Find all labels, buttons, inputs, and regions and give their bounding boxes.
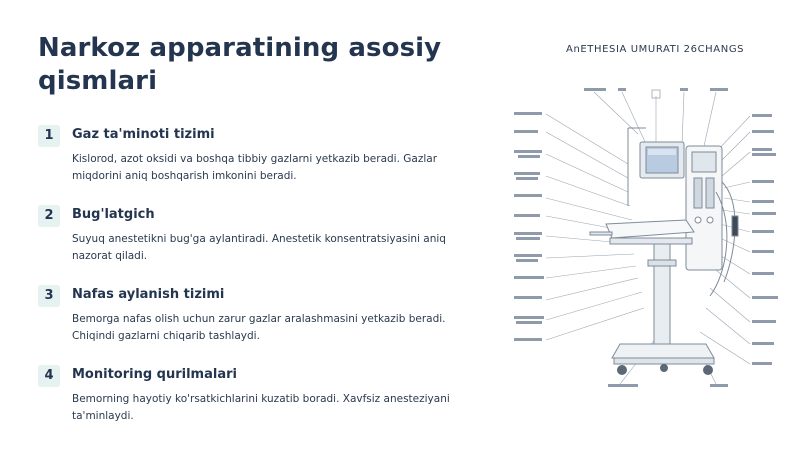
item-title: Gaz ta'minoti tizimi xyxy=(72,127,215,142)
slide-title: Narkoz apparatining asosiy qismlari xyxy=(38,33,442,96)
item-number-badge: 1 xyxy=(38,125,60,147)
item-description: Suyuq anestetikni bug'ga aylantiradi. An… xyxy=(72,233,446,262)
item-number-badge: 3 xyxy=(38,285,60,307)
item-description: Kislorod, azot oksidi va boshqa tibbiy g… xyxy=(72,153,438,182)
item-title: Bug'latgich xyxy=(72,207,155,222)
item-description: Bemorga nafas olish uchun zarur gazlar a… xyxy=(72,313,446,342)
item-title: Nafas aylanish tizimi xyxy=(72,287,225,302)
figure-title: AnETHESIA UMURATI 26CHANGS xyxy=(566,44,745,55)
item-description: Bemorning hayotiy ko'rsatkichlarini kuza… xyxy=(72,393,450,422)
item-number-badge: 4 xyxy=(38,365,60,387)
item-number-badge: 2 xyxy=(38,205,60,227)
item-title: Monitoring qurilmalari xyxy=(72,367,237,382)
anesthesia-machine-illustration xyxy=(514,88,778,387)
